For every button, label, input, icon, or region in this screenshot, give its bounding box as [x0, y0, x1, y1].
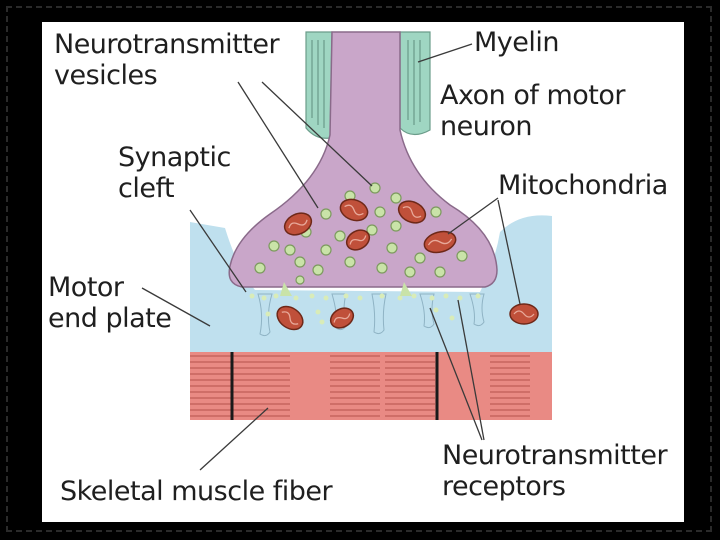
mitochondria [276, 198, 539, 331]
label-line: neuron [440, 111, 532, 142]
leader-mitochondria-a [447, 197, 499, 235]
leader-mitochondria-b [497, 199, 521, 305]
label-axon-of-motor-neuron: Axon of motor neuron [440, 80, 625, 142]
label-skeletal-muscle-fiber: Skeletal muscle fiber [60, 476, 333, 507]
leader-vesicles-a [237, 81, 319, 209]
label-line: Neurotransmitter [54, 29, 280, 60]
label-line: Myelin [474, 27, 560, 58]
leader-muscle-fiber [199, 407, 269, 471]
leader-lines [141, 43, 521, 471]
vesicles [254, 182, 468, 285]
leader-vesicles-b [261, 81, 373, 187]
label-line: Mitochondria [498, 170, 668, 201]
leader-receptors-b [457, 299, 485, 441]
label-motor-end-plate: Motor end plate [48, 272, 172, 334]
myelin-sheath [305, 31, 431, 139]
leader-receptors-a [429, 307, 483, 441]
leader-myelin [417, 43, 473, 63]
label-neurotransmitter-receptors: Neurotransmitter receptors [442, 440, 668, 502]
label-line: receptors [442, 471, 566, 502]
label-line: Motor [48, 272, 124, 303]
label-mitochondria: Mitochondria [498, 170, 668, 201]
label-myelin: Myelin [474, 27, 560, 58]
label-line: end plate [48, 303, 172, 334]
label-line: vesicles [54, 60, 158, 91]
label-line: cleft [118, 173, 175, 204]
label-neurotransmitter-vesicles: Neurotransmitter vesicles [54, 29, 280, 91]
label-line: Axon of motor [440, 80, 625, 111]
receptor-dots [249, 293, 481, 325]
skeletal-muscle-fiber [190, 350, 552, 420]
label-line: Skeletal muscle fiber [60, 476, 333, 507]
label-line: Synaptic [118, 142, 231, 173]
leader-synaptic-cleft [189, 209, 247, 293]
slide-border [6, 6, 712, 532]
label-line: Neurotransmitter [442, 440, 668, 471]
label-synaptic-cleft: Synaptic cleft [118, 142, 231, 204]
released-neurotransmitter [280, 282, 412, 296]
leader-end-plate [141, 287, 211, 327]
